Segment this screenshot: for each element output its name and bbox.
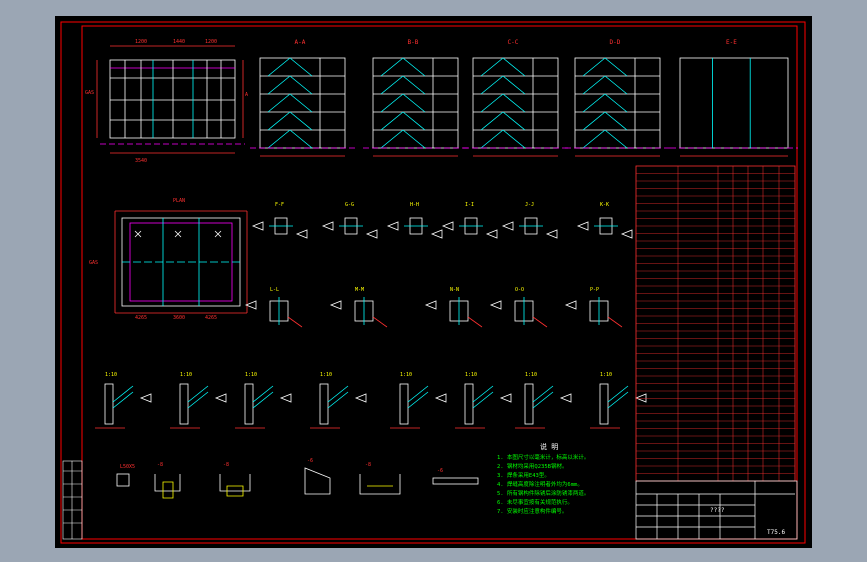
elevation-title: B-B [408,39,419,46]
section-label: J-J [525,202,534,208]
section-detail [441,217,498,239]
section-detail [515,383,572,429]
section-label: H-H [410,202,419,208]
notes-lines: 1. 本图尺寸以毫米计，标高以米计。2. 钢材均采用Q235B钢材。3. 焊条采… [497,453,589,515]
elevation-title: A-A [295,39,306,46]
note-line: 4. 焊缝高度除注明者外均为6mm。 [497,480,583,488]
section-detail [235,383,292,429]
section-detail [590,383,647,429]
section-detail [251,217,308,239]
main-elevation-texts: 1200 1440 1200 GAS A 3540 [85,39,248,164]
section-label: M-M [355,287,364,293]
svg-text:4265: 4265 [205,315,217,321]
notes-block: 说 明 1. 本图尺寸以毫米计，标高以米计。2. 钢材均采用Q235B钢材。3.… [497,442,589,515]
section-label: N-N [450,287,459,293]
bottom-detail-labels: L50X5 -8 -8 -6 -8 -6 [120,458,443,474]
parts-table [635,165,796,482]
section-label: 1:10 [465,372,477,378]
svg-text:1200: 1200 [135,39,147,45]
main-elevation [96,45,245,154]
elevation-title: D-D [610,39,621,46]
note-line: 1. 本图尺寸以毫米计，标高以米计。 [497,453,589,461]
svg-text:-8: -8 [157,462,163,468]
svg-text:GAS: GAS [89,260,98,266]
svg-text:1440: 1440 [173,39,185,45]
section-label: 1:10 [525,372,537,378]
svg-text:3600: 3600 [173,315,185,321]
section-detail [564,297,623,328]
svg-text:-8: -8 [365,462,371,468]
section-detail [386,217,443,239]
svg-text:GAS: GAS [85,90,94,96]
section-label: G-G [345,202,354,208]
bottom-details [116,467,479,499]
elevation-3 [463,57,568,157]
note-line: 3. 焊条采用E43型。 [497,471,550,479]
svg-text:4265: 4265 [135,315,147,321]
section-detail [310,383,367,429]
section-detail [455,383,512,429]
section-label: 1:10 [600,372,612,378]
svg-text:-6: -6 [437,468,443,474]
section-label: 1:10 [320,372,332,378]
drawing-number: T75.6 [767,529,785,536]
section-details: F-F G-G H-H I-I J-J K-K L-L M-M N-N O-O P-P 1:10 1:1… [95,202,647,429]
section-label: F-F [275,202,284,208]
section-label: K-K [600,202,609,208]
section-label: O-O [515,287,524,293]
section-detail [424,297,483,328]
elevation-5 [670,57,798,157]
section-label: P-P [590,287,599,293]
outer-frame [60,21,806,544]
section-detail [244,297,303,328]
svg-text:1200: 1200 [205,39,217,45]
section-detail [501,217,558,239]
section-detail [170,383,227,429]
cad-drawing: 1200 1440 1200 GAS A 3540 A-A B-B C-C D-D E-E PL… [60,21,806,544]
title-block [635,480,798,540]
elevation-views: A-A B-B C-C D-D E-E [250,39,798,157]
section-label: 1:10 [400,372,412,378]
elevation-4 [565,57,670,157]
elevation-1 [250,57,355,157]
svg-text:-6: -6 [307,458,313,464]
section-label: 1:10 [105,372,117,378]
drawing-viewport[interactable]: 1200 1440 1200 GAS A 3540 A-A B-B C-C D-D E-E PL… [55,16,812,548]
svg-text:-8: -8 [223,462,229,468]
section-label: 1:10 [245,372,257,378]
note-line: 7. 安装时应注意构件编号。 [497,507,567,515]
plan-view [114,210,248,314]
elevation-2 [363,57,468,157]
note-line: 5. 所有钢构件除锈后涂防锈漆两道。 [497,489,589,497]
section-label: L-L [270,287,279,293]
section-detail [321,217,378,239]
section-detail [576,217,633,239]
svg-text:3540: 3540 [135,158,147,164]
plan-title: PLAN [173,198,185,204]
section-detail [95,383,152,429]
section-label: I-I [465,202,474,208]
note-line: 2. 钢材均采用Q235B钢材。 [497,462,568,470]
section-detail [489,297,548,328]
revision-block [62,460,83,540]
elevation-title: E-E [726,39,737,46]
notes-title: 说 明 [540,442,558,451]
note-line: 6. 未尽事宜按有关规范执行。 [497,498,573,506]
project-name: ???? [710,507,725,514]
section-detail [390,383,447,429]
svg-text:A: A [245,92,248,98]
section-detail [329,297,388,328]
plan-dims: GAS 4265 3600 4265 [89,260,217,321]
elevation-title: C-C [508,39,519,46]
svg-text:L50X5: L50X5 [120,464,135,470]
inner-frame [81,25,798,540]
section-label: 1:10 [180,372,192,378]
